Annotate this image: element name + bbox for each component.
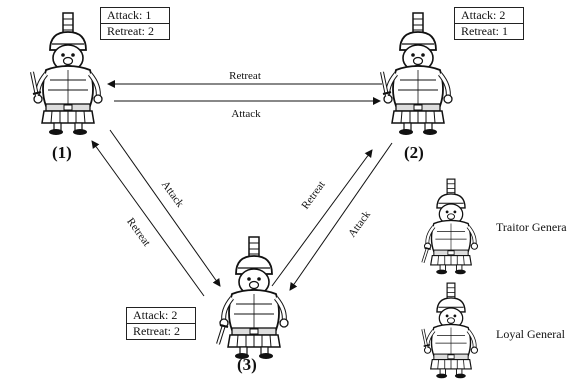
general-1-figure xyxy=(30,13,102,135)
general-3-vote-box: Attack: 2 Retreat: 2 xyxy=(126,307,196,340)
general-1-attack-count: Attack: 1 xyxy=(107,8,152,22)
general-2-label: (2) xyxy=(404,143,424,162)
edge-label-attack-2-to-3: Attack xyxy=(346,208,373,239)
general-3-label: (3) xyxy=(237,355,257,374)
edge-label-attack-1-to-2: Attack xyxy=(231,108,261,120)
general-3-retreat-count: Retreat: 2 xyxy=(127,323,195,339)
general-3-figure xyxy=(216,237,288,359)
general-1-label: (1) xyxy=(52,143,72,162)
edge-label-retreat-3-to-2: Retreat xyxy=(299,179,327,212)
general-2-attack-count: Attack: 2 xyxy=(461,8,506,22)
general-2-figure xyxy=(380,13,452,135)
general-2-vote-box: Attack: 2 Retreat: 1 xyxy=(454,7,524,40)
legend-traitor-figure xyxy=(421,177,480,277)
edge-attack-2-to-3 xyxy=(289,142,393,291)
general-1-retreat-count: Retreat: 2 xyxy=(101,23,169,39)
legend-traitor-label: Traitor Genera xyxy=(496,220,567,234)
legend-loyal-label: Loyal General xyxy=(496,327,565,341)
edge-retreat-3-to-1 xyxy=(91,140,205,297)
legend-loyal-figure xyxy=(421,281,480,379)
edge-label-retreat-3-to-1: Retreat xyxy=(124,216,152,249)
edge-label-retreat-2-to-1: Retreat xyxy=(229,70,261,82)
general-1-vote-box: Attack: 1 Retreat: 2 xyxy=(100,7,170,40)
edge-retreat-3-to-2 xyxy=(271,149,373,287)
edge-attack-1-to-3 xyxy=(109,129,221,287)
general-2-retreat-count: Retreat: 1 xyxy=(455,23,523,39)
general-3-attack-count: Attack: 2 xyxy=(133,308,178,322)
